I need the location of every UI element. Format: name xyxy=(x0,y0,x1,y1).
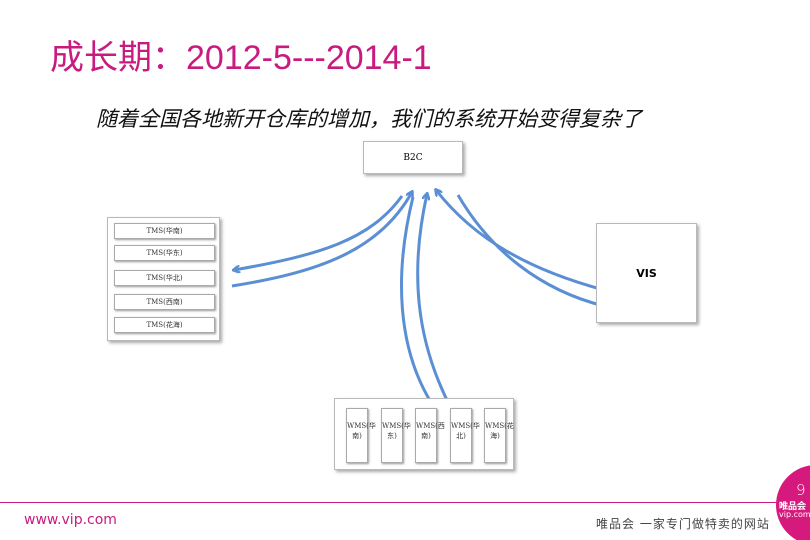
arrow-tms-to-b2c xyxy=(231,192,412,288)
tms-item: TMS(华东) xyxy=(114,245,215,261)
wms-group: WMS(华南) WMS(华东) WMS(西南) WMS(华北) WMS(花海) xyxy=(334,398,514,470)
arrow-vis-to-b2c xyxy=(436,190,605,292)
tms-item: TMS(华北) xyxy=(114,270,215,286)
tms-item: TMS(花海) xyxy=(114,317,215,333)
b2c-system-box: B2C xyxy=(363,141,463,174)
wms-item: WMS(花海) xyxy=(484,408,514,463)
wms-item: WMS(华北) xyxy=(450,408,480,463)
page-number: 9 xyxy=(796,481,806,499)
arrow-b2c-to-tms xyxy=(234,195,404,270)
wms-item: WMS(西南) xyxy=(415,408,445,463)
footer-divider xyxy=(0,502,790,503)
footer-slogan: 唯品会 一家专门做特卖的网站 xyxy=(596,517,770,531)
tms-item: TMS(华南) xyxy=(114,223,215,239)
arrow-b2c-to-vis xyxy=(456,194,604,306)
logo-url: vip.com xyxy=(779,510,810,519)
logo-text: 唯品会 xyxy=(779,502,807,512)
footer-url[interactable]: www.vip.com xyxy=(24,512,117,528)
arrow-wms-to-b2c xyxy=(416,194,454,411)
tms-group: TMS(华南) TMS(华东) TMS(华北) TMS(西南) TMS(花海) xyxy=(107,217,220,341)
slide-subtitle: 随着全国各地新开仓库的增加，我们的系统开始变得复杂了 xyxy=(96,107,642,131)
vis-system-box: VIS xyxy=(596,223,697,323)
tms-item: TMS(西南) xyxy=(114,294,215,310)
wms-item: WMS(华东) xyxy=(381,408,411,463)
slide-title: 成长期：2012-5---2014-1 xyxy=(50,39,432,77)
wms-item: WMS(华南) xyxy=(346,408,376,463)
arrow-b2c-to-wms xyxy=(400,196,436,410)
